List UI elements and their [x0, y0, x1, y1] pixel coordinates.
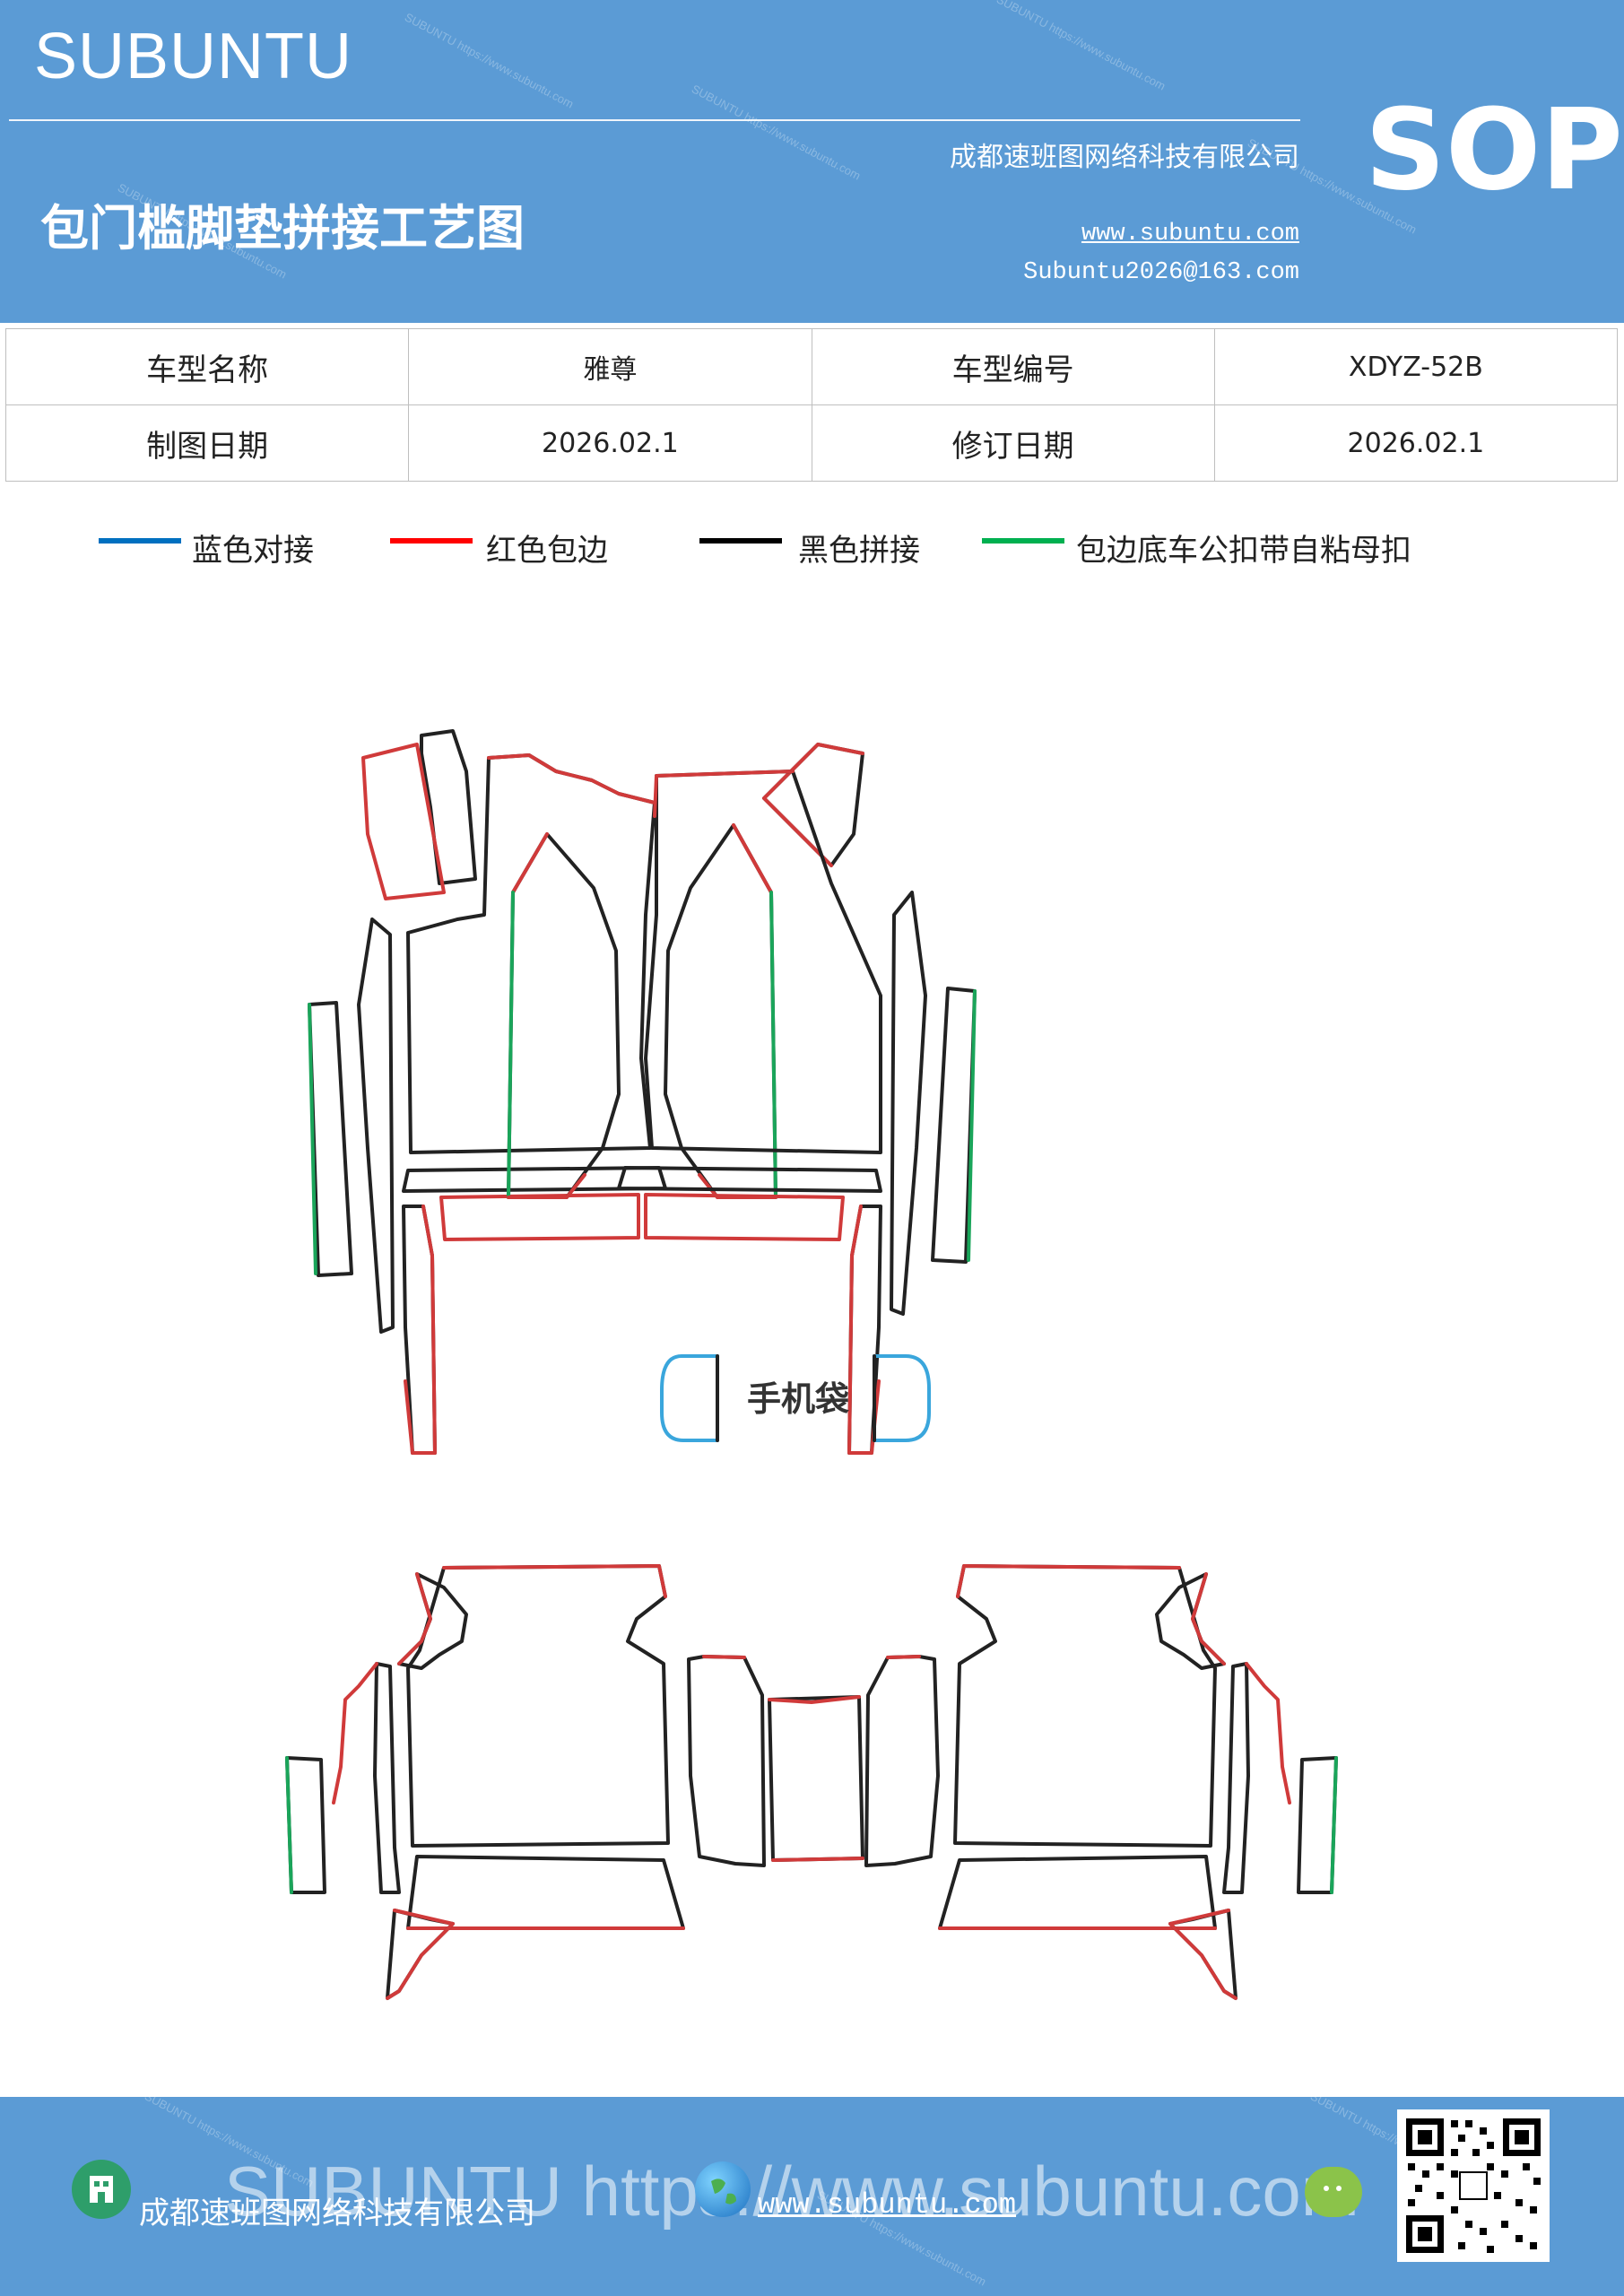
- brand-name: SUBUNTU: [34, 21, 353, 92]
- footer-banner: SUBUNTU https://www.subuntu.com SUBUNTU …: [0, 2097, 1624, 2296]
- label-draw-date: 制图日期: [4, 404, 410, 482]
- label-model-name: 车型名称: [4, 328, 410, 405]
- vehicle-info-table: 车型名称 雅尊 车型编号 XDYZ-52B 制图日期 2026.02.1 修订日…: [4, 328, 1619, 482]
- company-name: 成都速班图网络科技有限公司: [950, 142, 1299, 173]
- value-model-code: XDYZ-52B: [1213, 328, 1619, 405]
- phone-pocket: 手机袋: [660, 1354, 931, 1442]
- wechat-icon: [1305, 2167, 1362, 2217]
- header-divider: [9, 119, 1300, 121]
- label-model-code: 车型编号: [811, 328, 1215, 405]
- value-draw-date: 2026.02.1: [408, 404, 812, 482]
- rear-center-mat: [687, 1655, 940, 1867]
- table-row: 制图日期 2026.02.1 修订日期 2026.02.1: [4, 404, 1619, 482]
- legend-label-green: 包边底车公扣带自粘母扣: [1076, 533, 1411, 569]
- value-model-name: 雅尊: [408, 328, 812, 405]
- qr-code: [1397, 2109, 1550, 2262]
- phone-pocket-label: 手机袋: [747, 1379, 849, 1419]
- watermark: SUBUNTU https://www.subuntu.com: [994, 0, 1168, 93]
- document-title: 包门槛脚垫拼接工艺图: [40, 199, 525, 257]
- building-icon: [72, 2160, 131, 2219]
- header-banner: SUBUNTU https://www.subuntu.com SUBUNTU …: [0, 0, 1624, 323]
- legend-swatch-blue: [99, 538, 181, 544]
- label-revision-date: 修订日期: [811, 404, 1215, 482]
- legend-swatch-black: [699, 538, 782, 544]
- watermark: SUBUNTU https://www.subuntu.com: [689, 82, 864, 183]
- website-link[interactable]: www.subuntu.com: [1081, 221, 1299, 248]
- globe-icon: [695, 2161, 751, 2217]
- watermark: SUBUNTU https://www.subuntu.com: [402, 10, 577, 111]
- floor-mat-diagram: 手机袋: [285, 729, 1338, 2000]
- value-revision-date: 2026.02.1: [1213, 404, 1619, 482]
- legend-swatch-green: [982, 538, 1064, 544]
- color-legend: 蓝色对接 红色包边 黑色拼接 包边底车公扣带自粘母扣: [0, 526, 1624, 570]
- front-right-mat: [507, 743, 977, 1455]
- email-address[interactable]: Subuntu2026@163.com: [1023, 259, 1299, 286]
- legend-label-blue: 蓝色对接: [192, 533, 314, 569]
- sop-badge: SOP: [1365, 85, 1623, 215]
- rear-right-mat: [938, 1564, 1338, 2000]
- legend-swatch-red: [390, 538, 473, 544]
- footer-website-link[interactable]: www.subuntu.com: [758, 2188, 1017, 2222]
- rear-left-mat: [285, 1564, 685, 2000]
- footer-company-name: 成都速班图网络科技有限公司: [139, 2196, 535, 2231]
- table-row: 车型名称 雅尊 车型编号 XDYZ-52B: [4, 328, 1619, 405]
- legend-label-red: 红色包边: [486, 533, 608, 569]
- legend-label-black: 黑色拼接: [798, 533, 920, 569]
- footer-watermark-text: SUBUNTU https://www.subuntu.com: [224, 2152, 1359, 2231]
